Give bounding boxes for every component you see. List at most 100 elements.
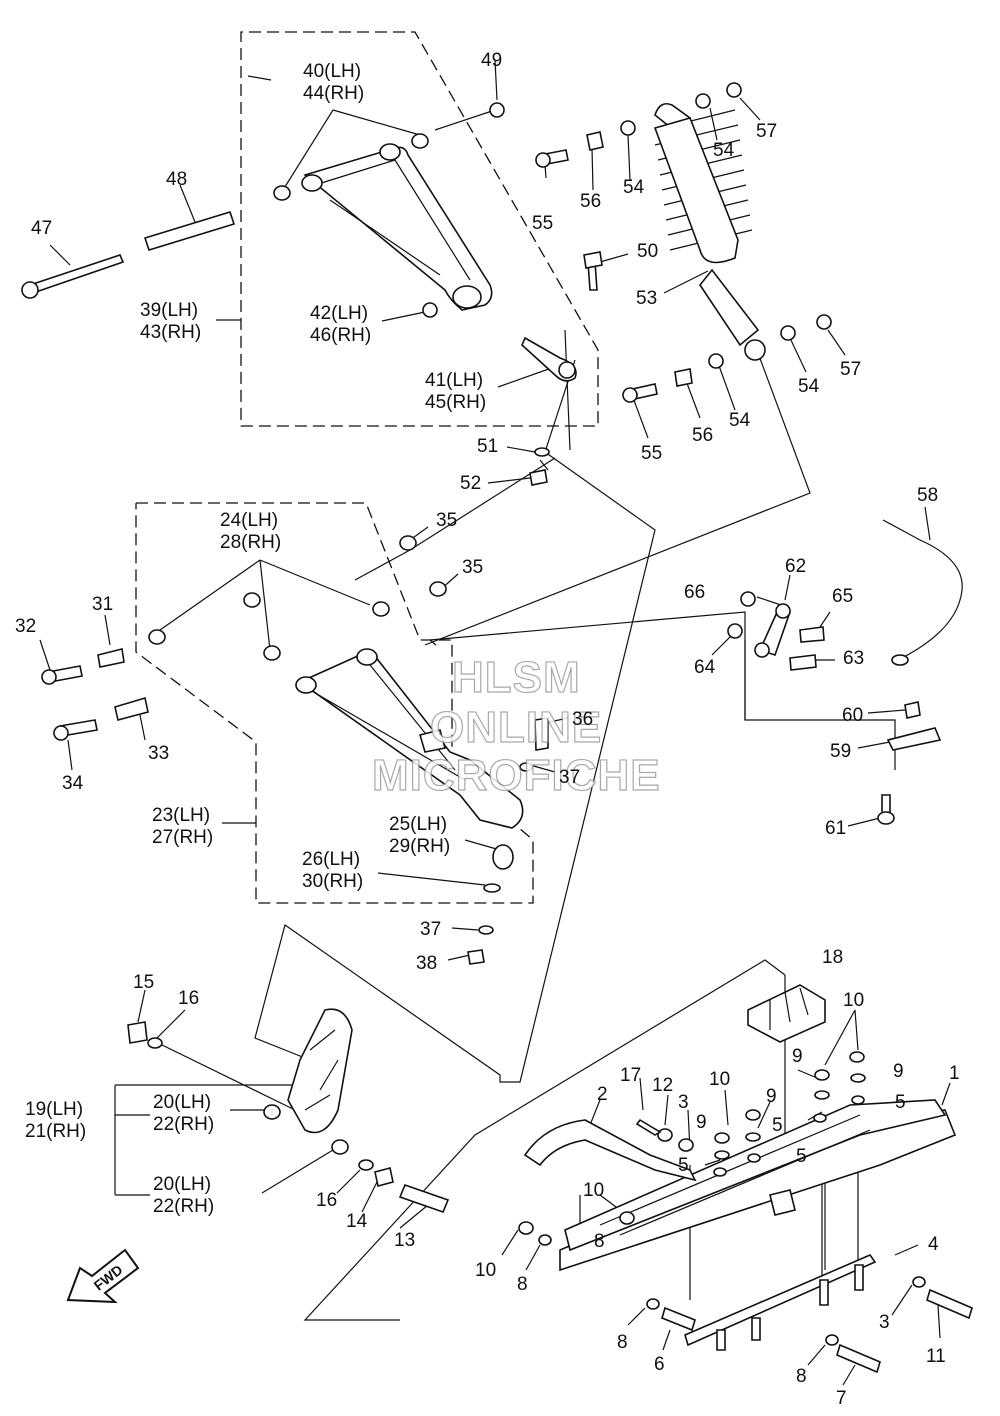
callout-10-a: 10 <box>843 990 864 1011</box>
callout-54-b: 54 <box>623 177 645 198</box>
callout-labels: 49 40(LH) 44(RH) 48 47 39(LH) 43(RH) 42(… <box>15 50 960 1409</box>
callout-5-d: 5 <box>678 1155 689 1176</box>
collar-12 <box>657 1128 673 1142</box>
callout-22-rh-b: 22(RH) <box>153 1196 214 1217</box>
callout-8-c: 8 <box>617 1332 628 1353</box>
watermark-line-3: MICROFICHE <box>372 751 661 800</box>
washer-3a <box>678 1138 694 1152</box>
callout-14: 14 <box>346 1211 368 1232</box>
spindle-19 <box>287 1008 353 1134</box>
callout-54-d: 54 <box>729 410 751 431</box>
callout-50: 50 <box>637 241 658 262</box>
callout-44-rh: 44(RH) <box>303 83 364 104</box>
callout-36: 36 <box>572 709 593 730</box>
callout-8-a: 8 <box>594 1231 605 1252</box>
watermark-line-1: HLSM <box>452 653 581 702</box>
bolt-7 <box>836 1343 881 1374</box>
callout-18: 18 <box>822 947 843 968</box>
callout-9-d: 9 <box>696 1112 707 1133</box>
callout-21-rh: 21(RH) <box>25 1121 86 1142</box>
fwd-arrow-icon: FWD <box>66 1248 140 1304</box>
callout-8-b: 8 <box>517 1274 528 1295</box>
collar-56b <box>674 368 693 387</box>
callout-26-lh: 26(LH) <box>302 849 360 870</box>
shaft-13 <box>398 1183 450 1214</box>
callout-10-d: 10 <box>475 1260 496 1281</box>
callout-4: 4 <box>928 1234 939 1255</box>
callout-37-a: 37 <box>559 767 580 788</box>
washer-9a <box>814 1090 830 1100</box>
nut-38 <box>467 949 485 965</box>
callout-1: 1 <box>949 1063 960 1084</box>
callout-39-lh: 39(LH) <box>140 300 198 321</box>
callout-3-b: 3 <box>879 1312 890 1333</box>
washer-3b <box>912 1276 926 1288</box>
callout-45-rh: 45(RH) <box>425 392 486 413</box>
callout-27-rh: 27(RH) <box>152 827 213 848</box>
callout-48: 48 <box>166 169 187 190</box>
callout-56-a: 56 <box>580 191 601 212</box>
bushing-44 <box>411 133 429 149</box>
callout-37-b: 37 <box>420 919 441 940</box>
callout-10-c: 10 <box>583 1180 604 1201</box>
runner-4 <box>684 1254 877 1347</box>
bushing-40 <box>273 185 291 201</box>
callout-38: 38 <box>416 953 437 974</box>
washer-37b <box>478 925 494 935</box>
washer-9b <box>745 1132 761 1142</box>
collar-31 <box>97 648 125 668</box>
bushing-54c <box>780 325 796 341</box>
watermark-line-2: ONLINE <box>430 703 602 752</box>
nut-64 <box>727 623 743 639</box>
callout-55-a: 55 <box>532 213 553 234</box>
nut-52 <box>529 469 548 486</box>
bushing-54b <box>695 93 711 109</box>
upper-a-arm <box>303 146 493 311</box>
bushing-20b <box>331 1139 349 1155</box>
ski-group <box>518 984 973 1374</box>
bolt-47 <box>28 254 125 295</box>
callout-17: 17 <box>620 1065 641 1086</box>
callout-20-lh-b: 20(LH) <box>153 1174 211 1195</box>
callout-9-c: 9 <box>766 1086 777 1107</box>
washer-9d <box>850 1073 866 1083</box>
callout-62: 62 <box>785 556 806 577</box>
callout-5-b: 5 <box>772 1115 783 1136</box>
callout-56-b: 56 <box>692 425 713 446</box>
callout-16-a: 16 <box>178 988 199 1009</box>
callout-59: 59 <box>830 741 851 762</box>
collar-33 <box>114 696 149 721</box>
callout-63: 63 <box>843 648 864 669</box>
callout-43-rh: 43(RH) <box>140 322 201 343</box>
ball-joint-25 <box>492 844 514 870</box>
callout-33: 33 <box>148 743 169 764</box>
callout-35-b: 35 <box>462 557 483 578</box>
spindle-group <box>127 1008 450 1214</box>
callout-58: 58 <box>917 485 938 506</box>
callout-54-c: 54 <box>798 376 820 397</box>
callout-55-b: 55 <box>641 443 662 464</box>
callout-42-lh: 42(LH) <box>310 303 368 324</box>
washer-16a <box>147 1037 163 1049</box>
upper-a-arm-group <box>21 102 603 486</box>
bushing-20a <box>263 1104 281 1120</box>
callout-9-b: 9 <box>893 1061 904 1082</box>
callout-2: 2 <box>597 1084 608 1105</box>
callout-46-rh: 46(RH) <box>310 325 371 346</box>
callout-61: 61 <box>825 818 846 839</box>
callout-57-a: 57 <box>756 121 777 142</box>
bushing-54d <box>708 353 724 369</box>
nut-35a <box>399 535 417 551</box>
callout-64: 64 <box>694 657 716 678</box>
washer-8d <box>825 1334 839 1346</box>
collar-14 <box>374 1167 394 1187</box>
callout-25-lh: 25(LH) <box>389 814 447 835</box>
clip-60 <box>904 701 921 719</box>
bushing-54a <box>620 120 636 136</box>
callout-3-a: 3 <box>678 1092 689 1113</box>
bolt-6 <box>661 1306 696 1332</box>
leader-lines <box>39 59 951 1386</box>
washer-37a <box>519 762 533 772</box>
skid-plate-18 <box>747 984 826 1043</box>
